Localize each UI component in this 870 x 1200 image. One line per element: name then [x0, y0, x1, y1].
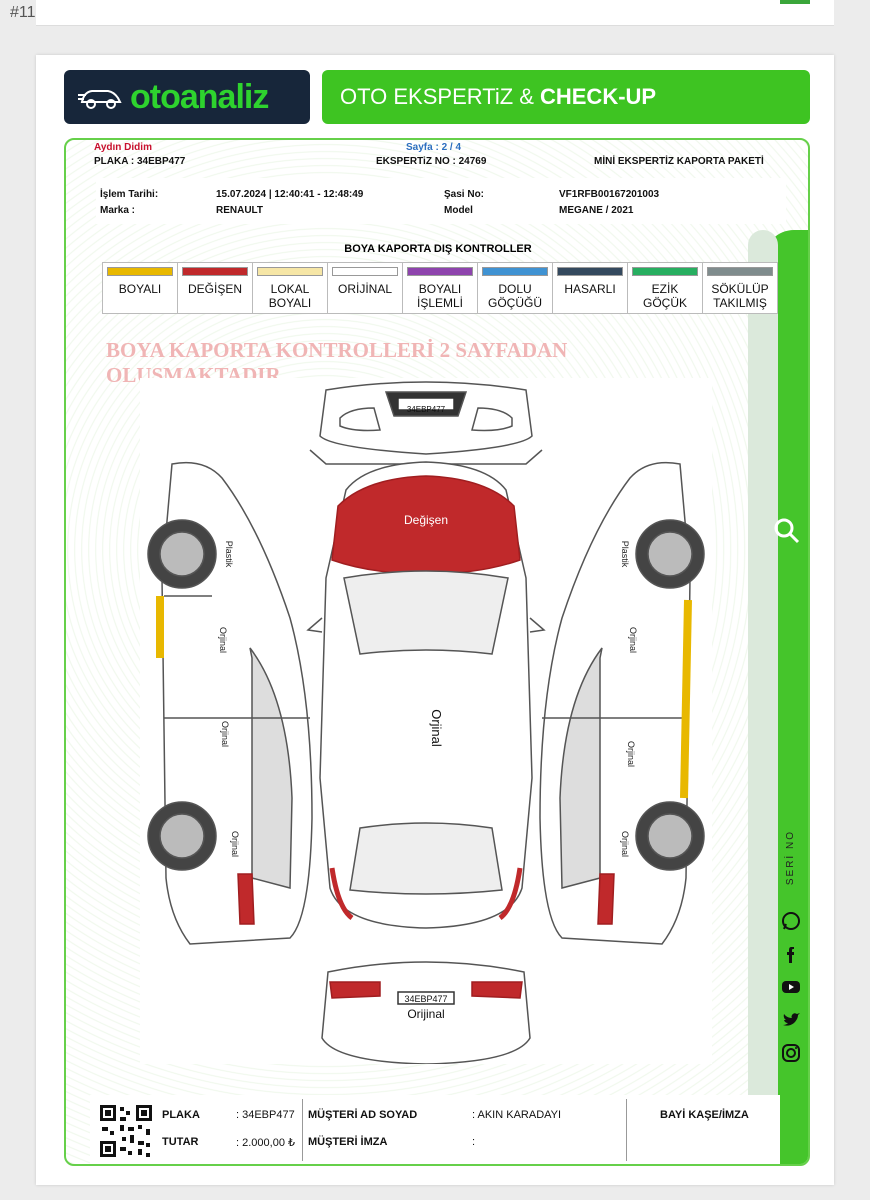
legend-item: ORİJİNAL: [328, 263, 403, 313]
model-label: Model: [444, 205, 473, 216]
youtube-icon[interactable]: [780, 976, 802, 998]
legend-item: LOKAL BOYALI: [253, 263, 328, 313]
legend-label: DOLU GÖÇÜĞÜ: [488, 282, 542, 310]
serial-label: SERİ NO: [785, 830, 796, 886]
legend-item: HASARLI: [553, 263, 628, 313]
right-plastic-label: Plastik: [620, 541, 630, 568]
car-rear-view: [321, 961, 531, 1065]
chassis-value: VF1RFB00167201003: [559, 189, 660, 200]
legend-label: LOKAL BOYALI: [268, 282, 312, 310]
legend-item: BOYALI: [103, 263, 178, 313]
social-icons: [780, 910, 804, 1075]
report-footer: PLAKA : 34EBP477 TUTAR : 2.000,00 ₺ MÜŞT…: [90, 1095, 780, 1164]
chassis-label: Şasi No:: [444, 189, 485, 200]
whatsapp-icon[interactable]: [780, 910, 802, 932]
car-damage-diagram: 34EBP477 Değişen Orjinal 34EBP477 Orijin…: [140, 378, 712, 1065]
legend-swatch: [632, 267, 698, 276]
front-plate: 34EBP477: [407, 405, 446, 414]
legend-label: EZİK GÖÇÜK: [642, 282, 687, 310]
page-number: Sayfa : 2 / 4: [406, 142, 462, 153]
banner-text: OTO EKSPERTiZ &: [340, 84, 534, 109]
legend-label: BOYALI: [118, 282, 162, 296]
customer-signature-value: :: [472, 1136, 476, 1148]
car-key-icon: [78, 90, 122, 109]
left-plastic-label: Plastik: [224, 541, 234, 568]
date-value: 15.07.2024 | 12:40:41 - 12:48:49: [216, 189, 364, 200]
legend-swatch: [557, 267, 623, 276]
legend-swatch: [182, 267, 248, 276]
green-side-strip: [748, 230, 808, 1164]
qr-code: [98, 1103, 154, 1159]
legend-swatch: [707, 267, 773, 276]
section-title: BOYA KAPORTA DIŞ KONTROLLER: [344, 243, 532, 255]
model-value: MEGANE / 2021: [559, 205, 634, 216]
hood-label: Değişen: [404, 513, 448, 527]
color-legend: BOYALI DEĞİŞEN LOKAL BOYALI ORİJİNAL BOYALI …: [102, 262, 778, 314]
report-number: EKSPERTiZ NO : 24769: [376, 156, 487, 167]
legend-item: BOYALI İŞLEMLİ: [403, 263, 478, 313]
legend-swatch: [257, 267, 323, 276]
legend-label: DEĞİŞEN: [187, 282, 242, 296]
vehicle-info-strip: [96, 178, 786, 224]
footer-plate-value: : 34EBP477: [236, 1109, 295, 1121]
right-fender-label: Orjinal: [628, 627, 638, 653]
brand-value: RENAULT: [216, 205, 264, 216]
left-fender-label: Orjinal: [218, 627, 228, 653]
previous-page-edge: [36, 0, 834, 26]
car-left-side-view: [147, 461, 313, 945]
banner-text-bold: CHECK-UP: [539, 84, 657, 109]
brand-name: otoanaliz: [130, 77, 269, 116]
right-side-painted: [680, 599, 692, 799]
legend-swatch: [407, 267, 473, 276]
plate-line: PLAKA : 34EBP477: [94, 156, 186, 167]
legend-label: ORİJİNAL: [337, 282, 392, 296]
legend-item: EZİK GÖÇÜK: [628, 263, 703, 313]
car-top-view: [306, 461, 546, 929]
rear-label: Orijinal: [407, 1007, 444, 1021]
brand-label: Marka :: [100, 205, 136, 216]
customer-name-value: : AKIN KARADAYI: [472, 1109, 562, 1121]
report-page: otoanaliz OTO EKSPERTiZ & CHECK-UP Aydın…: [36, 55, 834, 1185]
legend-item: DOLU GÖÇÜĞÜ: [478, 263, 553, 313]
footer-divider: [626, 1099, 627, 1161]
legend-swatch: [107, 267, 173, 276]
legend-swatch: [482, 267, 548, 276]
rear-plate: 34EBP477: [404, 994, 447, 1004]
right-rear-label: Orjinal: [620, 831, 630, 857]
left-rear-label: Orjinal: [230, 831, 240, 857]
footer-divider: [302, 1099, 303, 1161]
footer-plate-label: PLAKA: [162, 1109, 200, 1121]
search-icon[interactable]: [772, 516, 802, 546]
legend-swatch: [332, 267, 398, 276]
legend-label: HASARLI: [564, 282, 616, 296]
dealer-stamp-label: BAYİ KAŞE/İMZA: [660, 1109, 749, 1121]
instagram-icon[interactable]: [780, 1042, 802, 1064]
footer-price-value: : 2.000,00 ₺: [236, 1137, 295, 1149]
footer-price-label: TUTAR: [162, 1136, 199, 1148]
legend-label: SÖKÜLÜP TAKILMIŞ: [711, 282, 769, 310]
package-name: MİNİ EKSPERTİZ KAPORTA PAKETİ: [594, 156, 764, 167]
car-right-side-view: [539, 461, 705, 945]
customer-name-label: MÜŞTERİ AD SOYAD: [308, 1109, 418, 1121]
car-diagram-svg: 34EBP477 Değişen Orjinal 34EBP477 Orijin…: [147, 381, 705, 1065]
roof-label: Orjinal: [429, 709, 444, 747]
right-door-label: Orjinal: [626, 741, 636, 767]
customer-signature-label: MÜŞTERİ İMZA: [308, 1136, 388, 1148]
brand-logo: otoanaliz: [64, 70, 310, 124]
date-label: İşlem Tarihi:: [100, 189, 159, 200]
branch-name: Aydın Didim: [94, 142, 152, 153]
legend-item: DEĞİŞEN: [178, 263, 253, 313]
twitter-icon[interactable]: [780, 1009, 802, 1031]
facebook-icon[interactable]: [780, 943, 802, 965]
car-front-view: [309, 381, 543, 465]
report-form: Aydın Didim PLAKA : 34EBP477 Sayfa : 2 /…: [64, 138, 810, 1166]
legend-label: BOYALI İŞLEMLİ: [416, 282, 464, 310]
left-door-label: Orjinal: [220, 721, 230, 747]
legend-item: SÖKÜLÜP TAKILMIŞ: [703, 263, 777, 313]
title-banner: OTO EKSPERTiZ & CHECK-UP: [322, 70, 810, 124]
